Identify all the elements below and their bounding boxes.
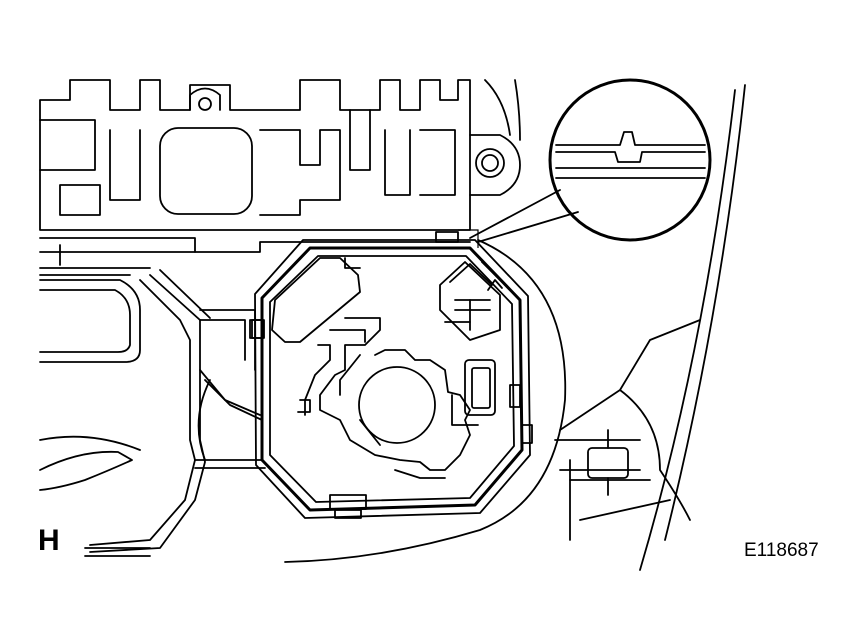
detail-magnifier	[469, 78, 712, 243]
central-assembly	[297, 317, 496, 479]
case-arc	[197, 239, 567, 563]
solenoid-bracket	[439, 261, 506, 341]
left-channel	[39, 269, 211, 557]
upper-plate	[39, 79, 471, 231]
mounting-ear	[469, 79, 521, 196]
housing-clips	[251, 231, 533, 519]
lower-right-bracket	[554, 319, 701, 541]
figure-code: E118687	[744, 540, 819, 561]
inner-pad	[271, 257, 361, 343]
frame-rails	[39, 237, 471, 276]
view-label: H	[38, 524, 60, 557]
octagonal-housing	[254, 239, 531, 519]
leader-anchor	[458, 229, 479, 248]
case-outline-right	[619, 84, 746, 571]
